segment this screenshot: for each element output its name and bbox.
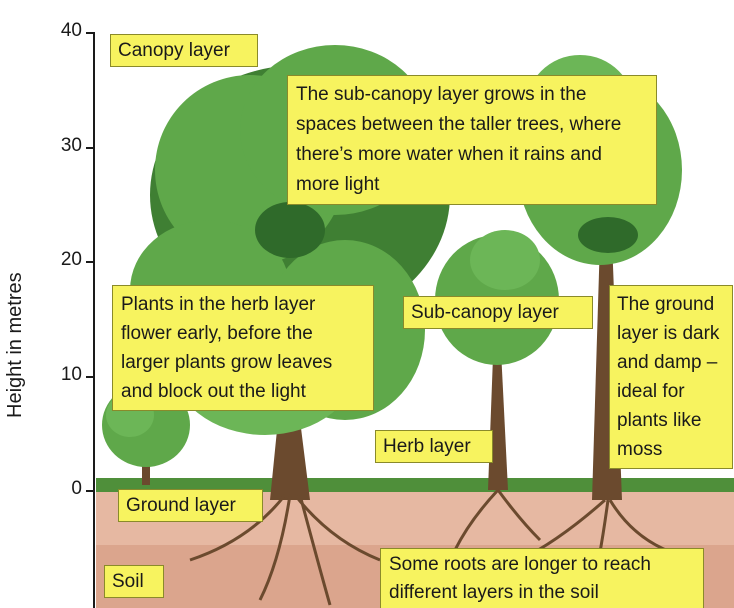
canopy-layer-label: Canopy layer bbox=[110, 34, 258, 67]
y-tick-label-30: 30 bbox=[42, 135, 82, 157]
ground-layer-label: Ground layer bbox=[118, 489, 263, 522]
ground-layer-note: The ground layer is dark and damp – idea… bbox=[609, 285, 733, 469]
y-tick-label-40: 40 bbox=[42, 20, 82, 42]
soil-label: Soil bbox=[104, 565, 164, 598]
roots-note: Some roots are longer to reach different… bbox=[380, 548, 704, 608]
y-tick-label-10: 10 bbox=[42, 364, 82, 386]
herb-layer-note: Plants in the herb layer flower early, b… bbox=[112, 285, 374, 411]
y-axis-label: Height in metres bbox=[4, 272, 27, 418]
y-tick-label-0: 0 bbox=[42, 478, 82, 500]
sub-canopy-note: The sub-canopy layer grows in the spaces… bbox=[287, 75, 657, 205]
herb-layer-label: Herb layer bbox=[375, 430, 493, 463]
sub-canopy-layer-label: Sub-canopy layer bbox=[403, 296, 593, 329]
y-tick-label-20: 20 bbox=[42, 249, 82, 271]
